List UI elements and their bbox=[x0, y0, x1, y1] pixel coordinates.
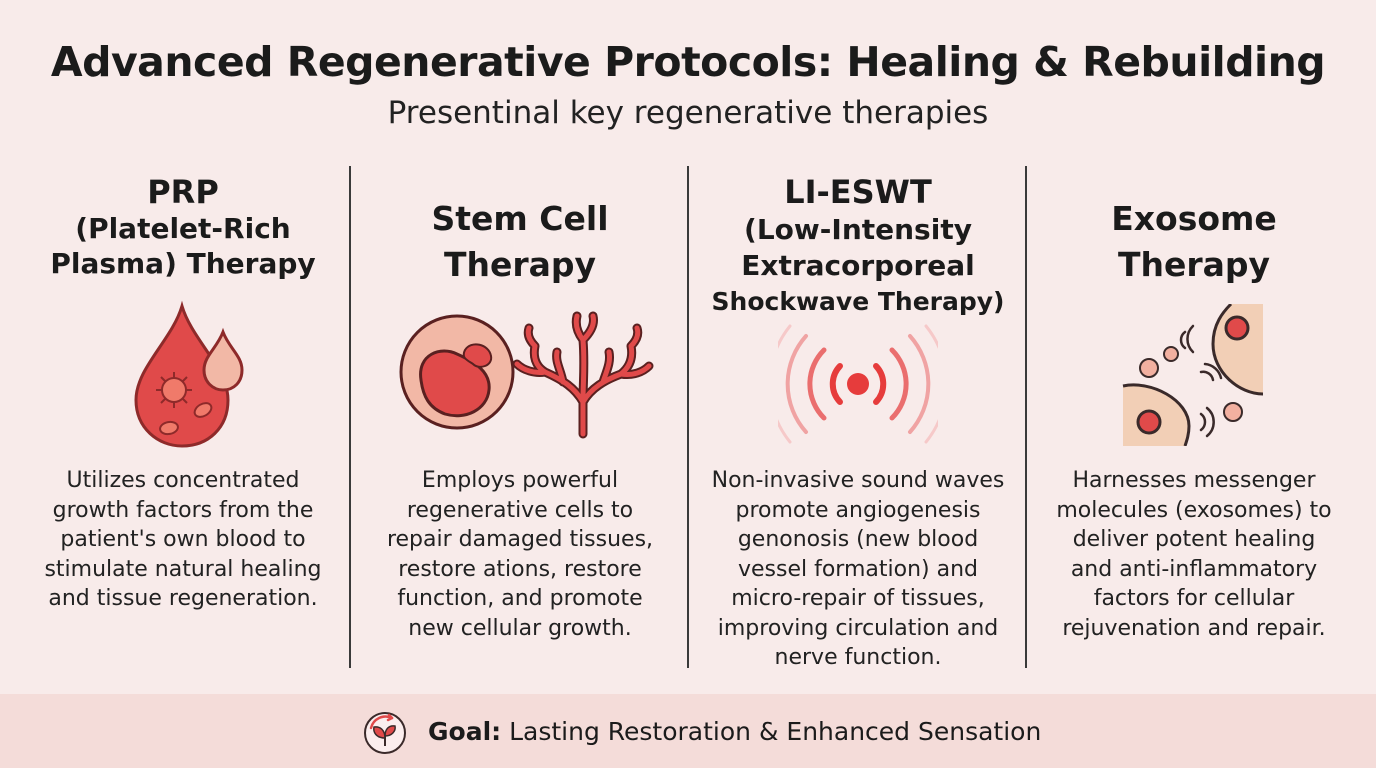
therapy-column-exosome: Exosome Therapy Harnesses messenger mole… bbox=[1029, 160, 1359, 680]
therapy-column-stem-cell: Stem Cell Therapy Employs powerful regen… bbox=[353, 160, 687, 680]
therapy-column-li-eswt: LI-ESWT (Low-Intensity Extracorporeal Sh… bbox=[691, 160, 1025, 680]
page-subtitle: Presentinal key regenerative therapies bbox=[387, 95, 989, 131]
shockwave-icon bbox=[767, 324, 949, 448]
blood-drop-platelet-icon bbox=[124, 300, 254, 454]
column-divider bbox=[349, 166, 351, 668]
footer-bar bbox=[0, 694, 1376, 768]
goal-label: Goal: bbox=[428, 717, 502, 746]
therapy-description: Employs powerful regenerative cells to r… bbox=[386, 468, 654, 641]
page-title: Advanced Regenerative Protocols: Healing… bbox=[50, 38, 1326, 86]
therapy-column-prp: PRP (Platelet-Rich Plasma) Therapy Utili… bbox=[18, 160, 348, 680]
goal-statement: Goal: Lasting Restoration & Enhanced Sen… bbox=[428, 717, 1041, 746]
column-divider bbox=[687, 166, 689, 668]
goal-text: Lasting Restoration & Enhanced Sensation bbox=[501, 717, 1042, 746]
therapy-heading: PRP (Platelet-Rich Plasma) Therapy bbox=[50, 173, 316, 280]
therapy-description: Utilizes concentrated growth factors fro… bbox=[44, 468, 322, 611]
stem-cell-branch-icon bbox=[395, 310, 655, 444]
therapy-heading: Stem Cell Therapy bbox=[431, 199, 609, 284]
therapy-heading: LI-ESWT (Low-Intensity Extracorporeal Sh… bbox=[711, 173, 1005, 316]
column-divider bbox=[1025, 166, 1027, 668]
therapy-description: Harnesses messenger molecules (exosomes)… bbox=[1056, 468, 1332, 641]
therapy-heading: Exosome Therapy bbox=[1111, 199, 1277, 284]
heart-leaf-icon bbox=[362, 710, 408, 760]
exosome-signaling-icon bbox=[1121, 302, 1271, 450]
therapy-description: Non-invasive sound waves promote angioge… bbox=[711, 468, 1005, 670]
